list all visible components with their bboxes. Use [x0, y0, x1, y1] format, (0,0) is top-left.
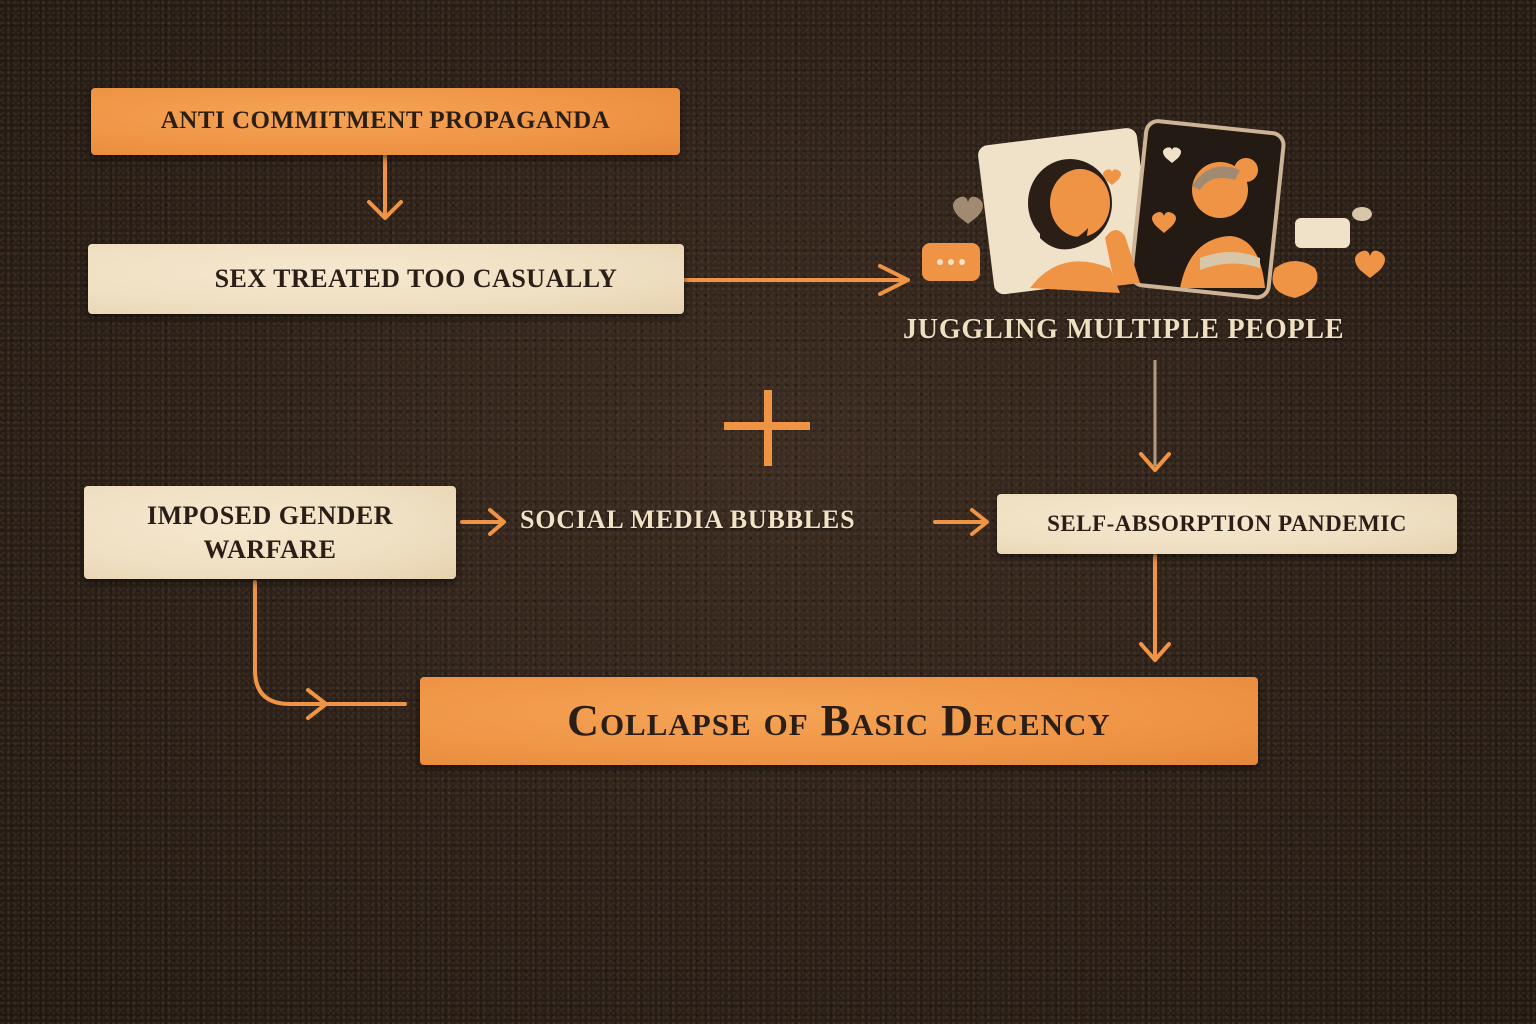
heart-icon [953, 196, 983, 224]
plus-operator-icon [724, 390, 810, 466]
node-label: IMPOSED GENDER WARFARE [146, 500, 394, 564]
chat-bubble-icon [922, 243, 980, 281]
node-collapse-of-basic-decency: Collapse of Basic Decency [420, 677, 1258, 765]
node-label: ANTI COMMITMENT PROPAGANDA [160, 107, 611, 135]
node-anti-commitment-propaganda: ANTI COMMITMENT PROPAGANDA [91, 88, 680, 155]
node-label: SEX TREATED TOO CASUALLY [214, 264, 618, 294]
node-self-absorption-pandemic: SELF-ABSORPTION PANDEMIC [997, 494, 1457, 554]
node-label: SELF-ABSORPTION PANDEMIC [1047, 511, 1407, 537]
node-imposed-gender-warfare: IMPOSED GENDER WARFARE [84, 486, 456, 579]
node-sex-treated-too-casually: SEX TREATED TOO CASUALLY [88, 244, 684, 314]
arrow-gender-to-collapse [253, 580, 407, 706]
dating-app-couple-illustration [910, 118, 1390, 308]
node-juggling-multiple-people: JUGGLING MULTIPLE PEOPLE [903, 314, 1345, 345]
node-social-media-bubbles: SOCIAL MEDIA BUBBLES [520, 505, 856, 534]
node-label: Collapse of Basic Decency [567, 696, 1111, 746]
